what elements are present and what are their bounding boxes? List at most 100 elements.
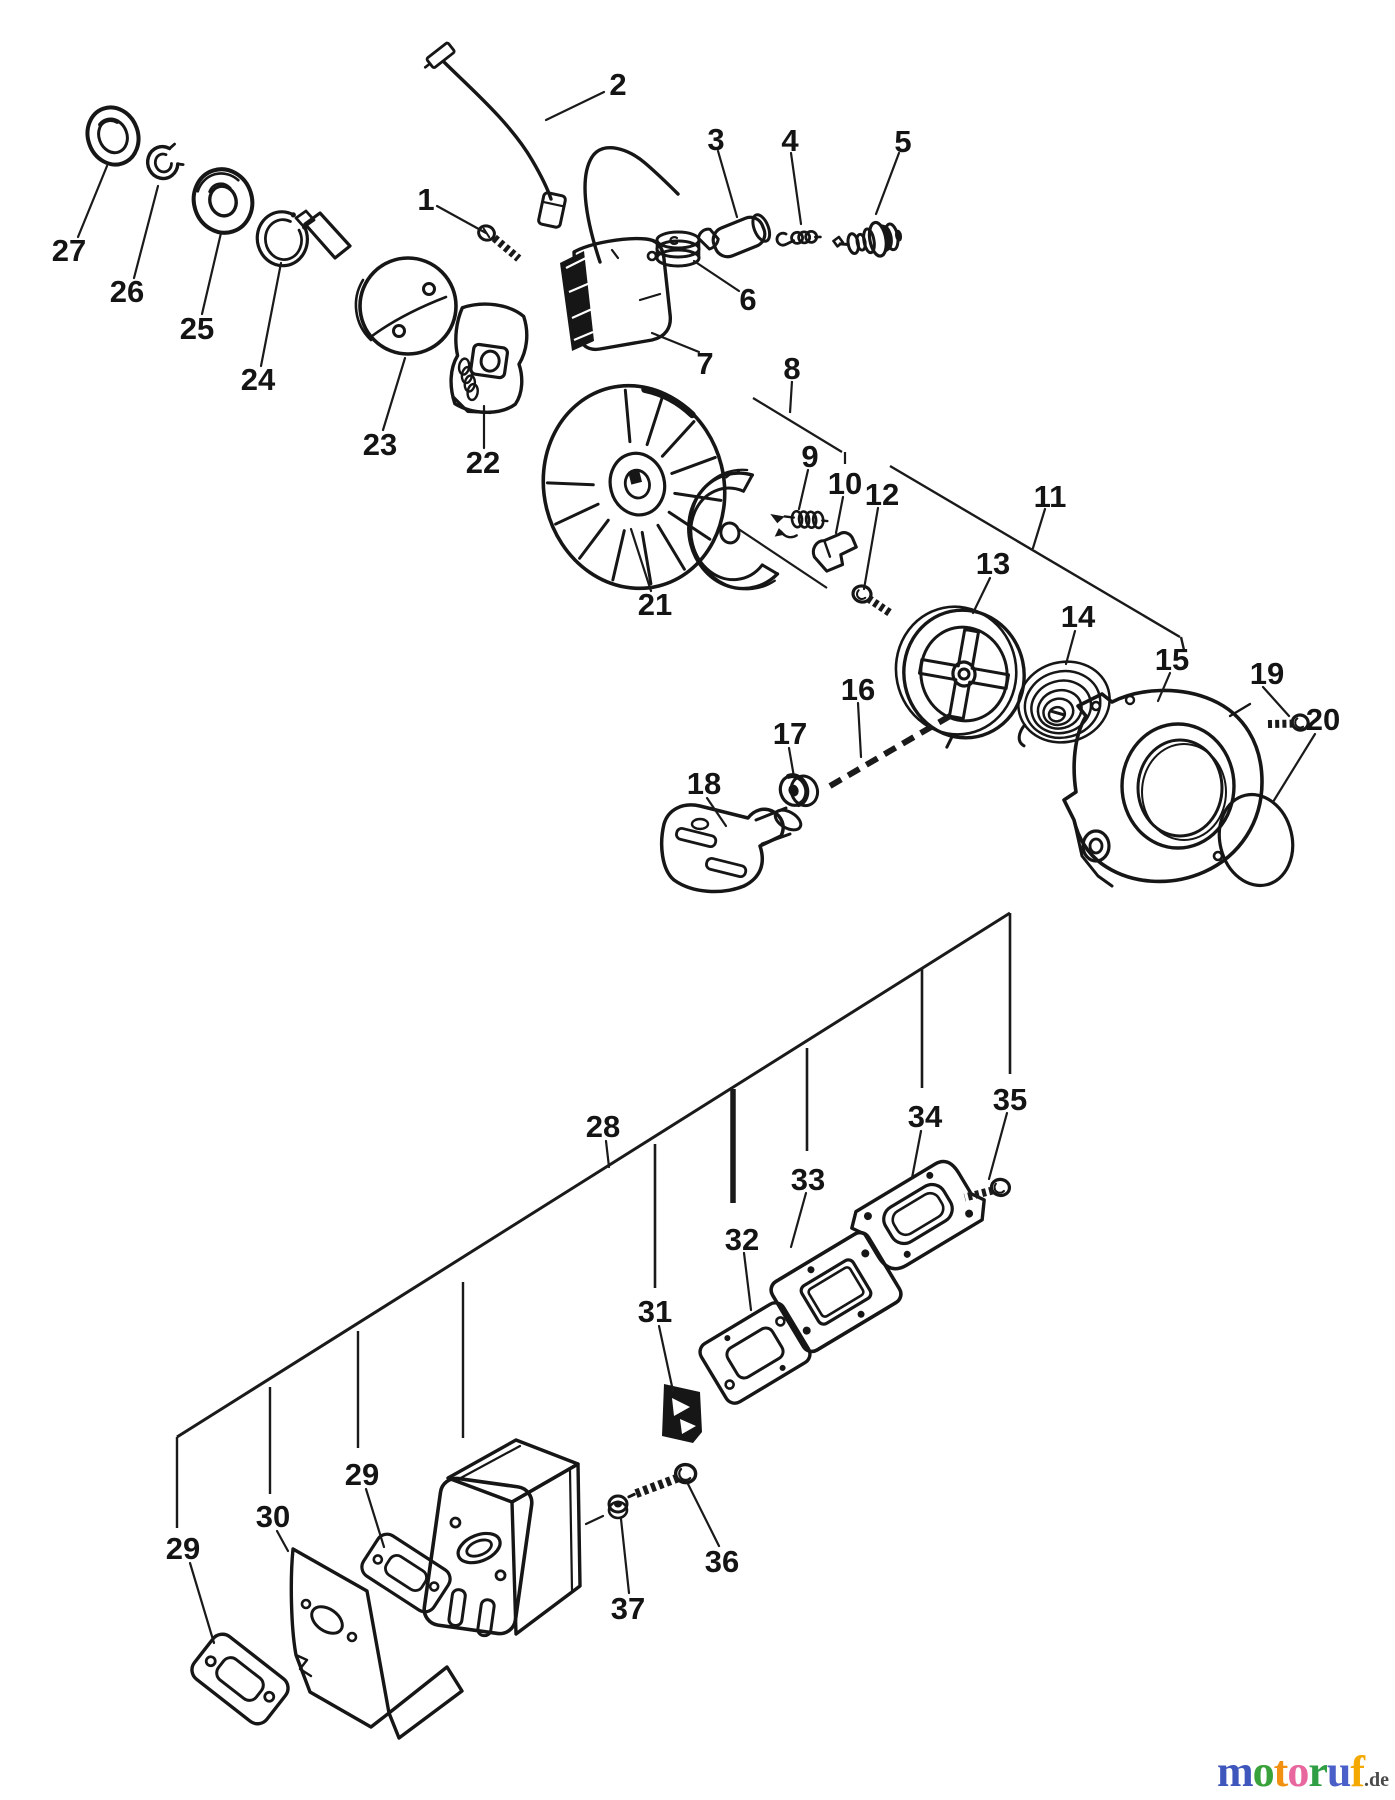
leader-line <box>716 149 739 219</box>
part-label-20: 20 <box>1306 702 1340 737</box>
part-label-37: 37 <box>611 1591 645 1626</box>
motoruf-domain-suffix: .de <box>1364 1769 1389 1791</box>
part-2-spark-plug-wire <box>423 41 567 229</box>
leader-line <box>1261 685 1291 718</box>
part-label-34: 34 <box>908 1099 943 1134</box>
part-label-15: 15 <box>1155 642 1189 677</box>
part-label-6: 6 <box>739 282 756 317</box>
part-label-16: 16 <box>841 672 875 707</box>
part-18-starter-grip <box>660 803 803 894</box>
part-label-8: 8 <box>783 351 800 386</box>
leader-line <box>987 1111 1009 1181</box>
part-label-27: 27 <box>52 233 86 268</box>
part-5-spark-plug <box>832 220 903 258</box>
leader-line <box>435 204 488 235</box>
part-30-heat-shield <box>289 1547 464 1740</box>
part-label-12: 12 <box>865 477 899 512</box>
leader-line <box>692 259 741 293</box>
part-19-screw <box>1266 713 1310 732</box>
part-label-13: 13 <box>976 546 1010 581</box>
part-9-pawl-spring <box>770 509 829 539</box>
leader-line <box>604 1139 611 1169</box>
part-label-23: 23 <box>363 427 397 462</box>
leader-line <box>1156 671 1172 703</box>
part-label-5: 5 <box>894 124 911 159</box>
leader-line <box>1064 629 1077 666</box>
leader-line <box>584 1514 605 1526</box>
part-label-25: 25 <box>180 311 214 346</box>
assembly-lines-layer <box>175 380 1186 1528</box>
part-label-29: 29 <box>166 1531 200 1566</box>
part-label-24: 24 <box>241 362 276 397</box>
part-label-21: 21 <box>638 587 672 622</box>
part-label-17: 17 <box>773 716 807 751</box>
logo-letter: t <box>1273 1747 1289 1796</box>
part-25-bearing <box>191 167 255 235</box>
leader-line <box>650 331 701 354</box>
part-28-muffler <box>422 1438 582 1638</box>
leader-line <box>619 1517 631 1595</box>
leader-line <box>544 90 606 122</box>
part-34-manifold-plate <box>850 1159 986 1271</box>
leader-line <box>705 796 728 828</box>
leader-line <box>629 527 653 593</box>
part-label-18: 18 <box>687 766 721 801</box>
logo-letter: u <box>1326 1747 1352 1796</box>
leader-line <box>200 231 223 316</box>
part-label-26: 26 <box>110 274 144 309</box>
part-17-rope-bushing <box>778 773 820 808</box>
part-label-36: 36 <box>705 1544 739 1579</box>
leader-line <box>789 151 803 226</box>
part-13-starter-pulley <box>894 605 1026 749</box>
part-label-31: 31 <box>638 1294 672 1329</box>
part-37-nut <box>607 1494 629 1520</box>
part-label-4: 4 <box>781 123 799 158</box>
part-label-19: 19 <box>1250 656 1284 691</box>
part-29-gasket-middle <box>360 1532 452 1614</box>
leader-line <box>797 468 810 511</box>
part-35-screw <box>963 1177 1012 1202</box>
part-label-33: 33 <box>791 1162 825 1197</box>
part-36-screw <box>627 1462 698 1499</box>
leader-line <box>364 1487 386 1549</box>
part-label-3: 3 <box>707 122 724 157</box>
part-label-29: 29 <box>345 1457 379 1492</box>
leader-lines-layer <box>76 90 1317 1645</box>
part-12-screw <box>851 584 893 617</box>
part-label-30: 30 <box>256 1499 290 1534</box>
assembly-line <box>889 464 1181 639</box>
part-7-ignition-coil <box>560 146 680 352</box>
part-label-35: 35 <box>993 1082 1027 1117</box>
part-24-snap-ring <box>255 210 309 268</box>
assembly-line <box>788 380 794 414</box>
part-4-terminal-spring <box>775 229 822 247</box>
leader-line <box>132 184 160 280</box>
leader-line <box>971 576 992 615</box>
leader-line <box>76 164 109 239</box>
part-label-32: 32 <box>725 1222 759 1257</box>
part-label-11: 11 <box>1034 479 1067 514</box>
part-8-pawl-carrier <box>687 468 780 591</box>
part-10-starter-pawl <box>811 531 858 573</box>
assembly-line <box>176 911 1011 1439</box>
part-label-1: 1 <box>417 182 434 217</box>
part-label-22: 22 <box>466 445 500 480</box>
part-label-2: 2 <box>609 67 626 102</box>
part-label-28: 28 <box>586 1109 620 1144</box>
logo-letter: m <box>1217 1747 1254 1796</box>
part-15-starter-housing <box>1062 688 1264 888</box>
leader-line <box>789 1191 808 1249</box>
part-1-screw <box>477 224 522 262</box>
logo-letter: f <box>1350 1747 1365 1796</box>
logo-letter: o <box>1287 1747 1309 1796</box>
leader-line <box>657 1324 675 1393</box>
leader-line <box>856 701 863 759</box>
leader-line <box>862 506 880 591</box>
leader-line <box>188 1561 216 1645</box>
part-16-starter-rope <box>828 713 952 789</box>
part-27-seal-ring <box>85 105 141 167</box>
part-label-10: 10 <box>828 466 862 501</box>
part-26-clip <box>145 142 185 181</box>
